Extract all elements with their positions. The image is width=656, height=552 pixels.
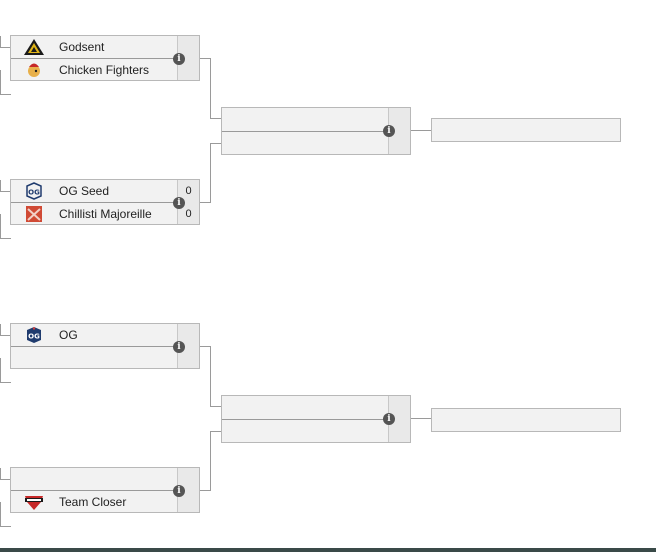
team-slot[interactable] (11, 347, 179, 369)
connector-stub (0, 324, 1, 336)
connector (200, 202, 211, 203)
match-divider (11, 490, 199, 491)
connector (210, 346, 211, 407)
godsent-logo (23, 38, 45, 56)
connector (210, 431, 222, 432)
connector-stub (0, 36, 1, 48)
team-closer-logo (23, 493, 45, 511)
match-divider (11, 58, 199, 59)
team-name: Chillisti Majoreille (59, 207, 152, 221)
team-name: Team Closer (59, 495, 127, 509)
team-slot[interactable]: Team Closer (11, 491, 179, 513)
svg-text:OG: OG (28, 333, 40, 341)
team-slot[interactable]: Godsent (11, 36, 179, 58)
connector (200, 490, 211, 491)
info-icon[interactable]: i (173, 485, 185, 497)
connector-stub (0, 526, 11, 527)
match-upper-2[interactable]: OG OG Seed Chillisti Majoreille 0 0 (10, 179, 200, 225)
og-seed-logo: OG (23, 182, 45, 200)
connector-stub (0, 468, 1, 480)
connector (410, 130, 432, 131)
connector-stub (0, 238, 11, 239)
match-divider (222, 131, 410, 132)
bottom-bar (0, 548, 656, 552)
info-icon[interactable]: i (173, 53, 185, 65)
chicken-fighters-logo (23, 61, 45, 79)
connector (210, 431, 211, 491)
info-icon[interactable]: i (173, 341, 185, 353)
score: 0 (185, 185, 192, 197)
match-divider (11, 346, 199, 347)
connector (410, 418, 432, 419)
connector (210, 406, 222, 407)
connector-stub (0, 479, 11, 480)
connector-stub (0, 214, 1, 239)
connector (210, 58, 211, 119)
team-slot[interactable]: Chicken Fighters (11, 59, 179, 81)
connector-stub (0, 502, 1, 527)
connector (200, 346, 211, 347)
chillisti-logo (23, 205, 45, 223)
connector-stub (0, 335, 11, 336)
info-icon[interactable]: i (383, 413, 395, 425)
match-upper-1[interactable]: Godsent Chicken Fighters (10, 35, 200, 81)
connector-stub (0, 382, 11, 383)
connector (200, 58, 211, 59)
info-icon[interactable]: i (173, 197, 185, 209)
match-lower-1[interactable]: OG OG (10, 323, 200, 369)
connector-stub (0, 180, 1, 192)
team-name: Chicken Fighters (59, 63, 150, 77)
connector (210, 118, 222, 119)
connector-stub (0, 358, 1, 383)
team-slot[interactable]: Chillisti Majoreille (11, 203, 179, 225)
connector (210, 143, 211, 203)
svg-text:OG: OG (28, 189, 40, 197)
match-lower-final[interactable] (431, 408, 621, 432)
team-slot[interactable] (11, 468, 179, 490)
info-icon[interactable]: i (383, 125, 395, 137)
connector (210, 143, 222, 144)
match-divider (222, 419, 410, 420)
connector-stub (0, 47, 11, 48)
team-slot[interactable]: OG OG (11, 324, 179, 346)
connector-stub (0, 70, 1, 95)
match-upper-final[interactable] (431, 118, 621, 142)
team-name: Godsent (59, 40, 105, 54)
team-name: OG Seed (59, 184, 110, 198)
team-slot[interactable]: OG OG Seed (11, 180, 179, 202)
connector-stub (0, 94, 11, 95)
team-name: OG (59, 328, 78, 342)
match-divider (11, 202, 199, 203)
score: 0 (185, 208, 192, 220)
connector-stub (0, 191, 11, 192)
match-lower-2[interactable]: Team Closer (10, 467, 200, 513)
og-logo: OG (23, 326, 45, 344)
